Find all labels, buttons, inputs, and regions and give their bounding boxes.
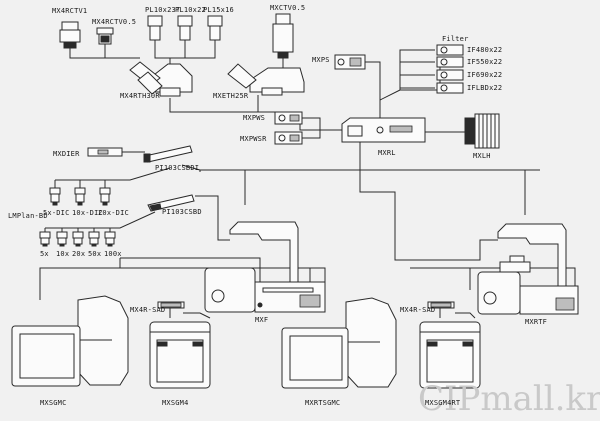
trinocular-head-mx4rth30r — [129, 61, 193, 97]
label-obj100x: 100x — [104, 250, 122, 258]
prism-pi103csbdi — [143, 145, 193, 163]
stage-mxsgm4rt — [419, 321, 481, 389]
microscope-stand-mxf — [204, 221, 326, 313]
label-mxrtf: MXRTF — [525, 318, 547, 326]
objective-20x-dic — [99, 187, 111, 206]
label-mxpws: MXPWS — [243, 114, 265, 122]
label-pl10x23t: PL10x23T — [145, 6, 181, 14]
camera-adapter-mx4rctv05 — [96, 27, 114, 45]
label-obj50x: 50x — [88, 250, 101, 258]
polarizer-mxpwsr — [274, 131, 303, 145]
objective-10x — [56, 231, 68, 247]
camera-adapter-mxctv05 — [272, 13, 294, 59]
label-obj10x: 10x — [56, 250, 69, 258]
stage-mxsgm4 — [149, 321, 211, 389]
label-lmplan: LMPlan-BD — [8, 212, 48, 220]
label-mx4rsad-right: MX4R-SAD — [400, 306, 435, 314]
label-mxsgmc: MXSGMC — [40, 399, 67, 407]
label-mxsgm4: MXSGM4 — [162, 399, 189, 407]
label-mx4rsad-left: MX4R-SAD — [130, 306, 165, 314]
filter-if480 — [436, 44, 464, 56]
label-if690: IF690x22 — [467, 71, 502, 79]
ergonomic-head-mxeth25r — [227, 63, 305, 96]
watermark: CIPmall.kr — [418, 379, 600, 419]
objective-5x-dic — [49, 187, 61, 206]
objective-20x — [72, 231, 84, 247]
objective-10x-dic — [74, 187, 86, 206]
label-pl10x22: PL10x22 — [175, 6, 206, 14]
label-mxpwsr: MXPWSR — [240, 135, 267, 143]
label-if480: IF480x22 — [467, 46, 502, 54]
filter-ifbd — [436, 82, 464, 94]
filter-if690 — [436, 69, 464, 81]
stage-mxrtsgmc — [281, 297, 397, 389]
polarizer-mxpws — [274, 111, 303, 125]
objective-5x — [39, 231, 51, 247]
label-pi103csbd: PI103CSBD — [162, 208, 202, 216]
stage-adapter-sad-left — [157, 301, 185, 309]
label-dic10x: 10x-DIC — [72, 209, 103, 217]
dic-slider-mxdier — [87, 147, 123, 157]
label-obj20x: 20x — [72, 250, 85, 258]
camera-adapter-mx4rctv1 — [59, 21, 81, 49]
label-dic20x: 20x-DIC — [98, 209, 129, 217]
label-if550: IF550x22 — [467, 58, 502, 66]
label-pl15x16: PL15x16 — [203, 6, 234, 14]
connection-lines — [39, 40, 576, 319]
label-obj5x: 5x — [40, 250, 49, 258]
stage-adapter-sad-right — [427, 301, 455, 309]
label-mx4rctv1: MX4RCTV1 — [52, 7, 87, 15]
label-dic5x: 5x-DIC — [43, 209, 70, 217]
objective-100x — [104, 231, 116, 247]
reflected-illuminator-mxrl — [341, 117, 426, 143]
label-mxsgm4rt: MXSGM4RT — [425, 399, 461, 407]
lamp-house-mxlh — [464, 113, 500, 149]
label-mxlh: MXLH — [473, 152, 491, 160]
objective-50x — [88, 231, 100, 247]
label-mxctv05: MXCTV0.5 — [270, 4, 305, 12]
filter-if550 — [436, 56, 464, 68]
label-mxrl: MXRL — [378, 149, 396, 157]
label-mxrtsgmc: MXRTSGMC — [305, 399, 340, 407]
eyepiece-pl15x16 — [207, 15, 223, 41]
stage-mxsgmc — [11, 295, 129, 387]
microscope-stand-mxrtf — [477, 223, 579, 315]
label-mx4rctv05: MX4RCTV0.5 — [92, 18, 136, 26]
label-mxdier: MXDIER — [53, 150, 80, 158]
label-ifbd: IFLBDx22 — [467, 84, 502, 92]
eyepiece-pl10x23t — [147, 15, 163, 41]
label-filter: Filter — [442, 35, 469, 43]
label-mxeth25r: MXETH25R — [213, 92, 249, 100]
label-mxps: MXPS — [312, 56, 330, 64]
label-pi103csbdi: PI103CSBDI — [155, 164, 199, 172]
label-mxf: MXF — [255, 316, 268, 324]
label-mx4rth30r: MX4RTH30R — [120, 92, 160, 100]
eyepiece-pl10x22 — [177, 15, 193, 41]
prism-pi103csbd — [147, 194, 195, 212]
power-supply-mxps — [334, 54, 366, 70]
